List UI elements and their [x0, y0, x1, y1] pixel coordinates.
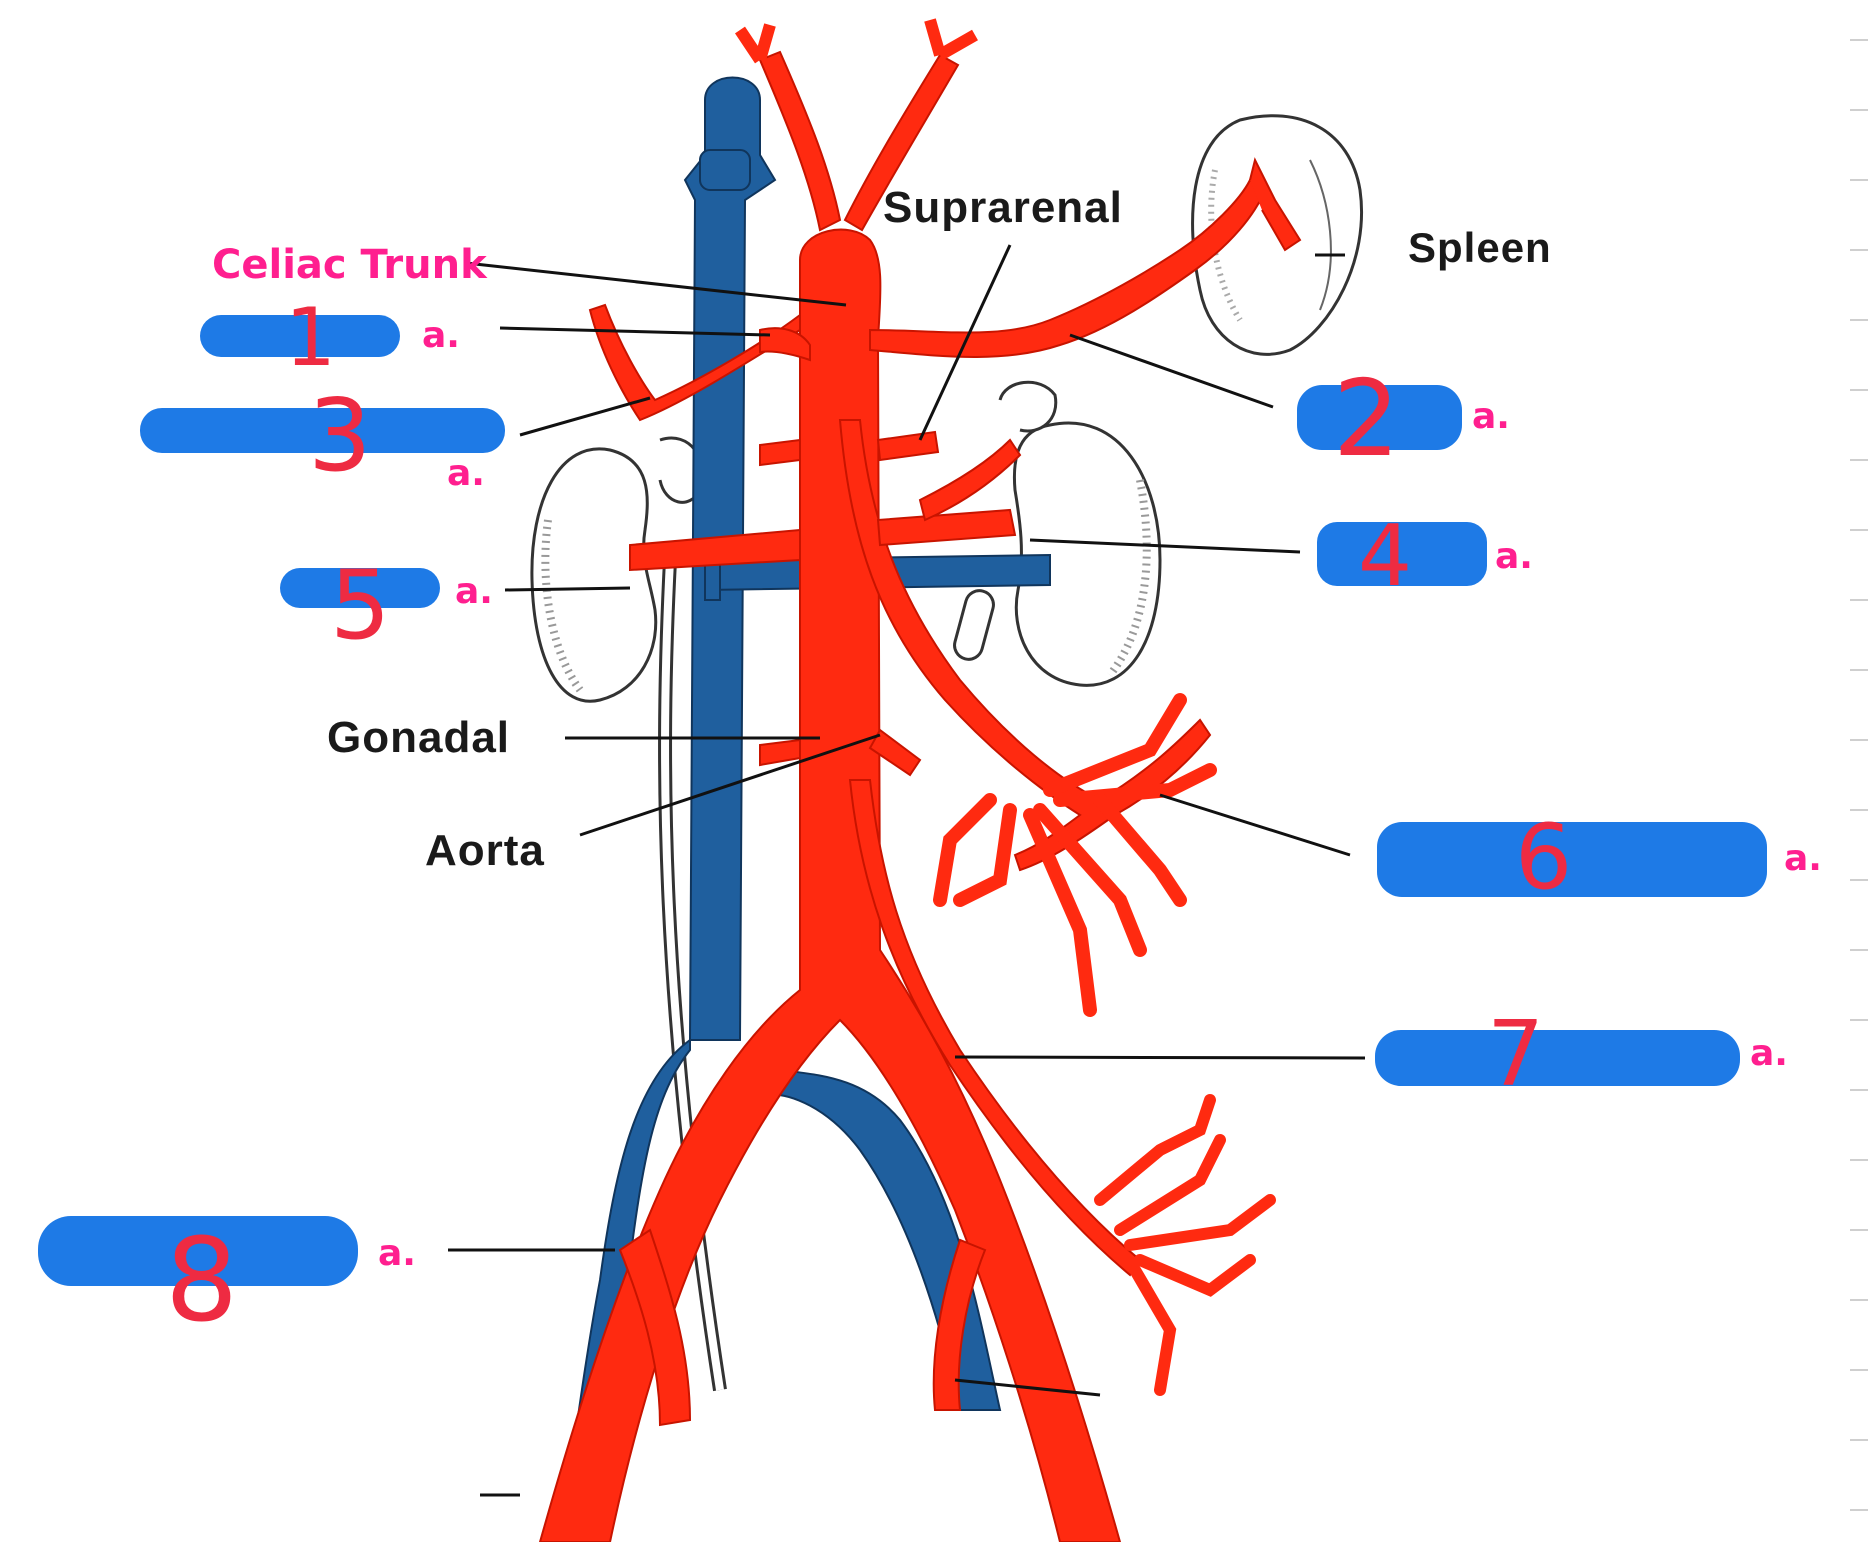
suffix-1: a.	[422, 315, 460, 356]
aorta-tree	[538, 18, 1302, 1542]
number-5: 5	[330, 551, 390, 661]
suffix-5: a.	[455, 571, 493, 612]
suffix-8: a.	[378, 1233, 416, 1274]
suffix-4: a.	[1495, 536, 1533, 577]
label-spleen: Spleen	[1408, 224, 1552, 271]
number-8: 8	[165, 1214, 238, 1348]
blank-5-highlight	[280, 568, 440, 608]
label-suprarenal: Suprarenal	[883, 183, 1123, 232]
kidney-left	[530, 436, 705, 703]
suffix-3: a.	[447, 453, 485, 494]
suffix-6: a.	[1784, 838, 1822, 879]
blank-7-highlight	[1375, 1030, 1740, 1086]
page-ruling	[1850, 39, 1868, 1511]
leader-lines	[448, 244, 1366, 1497]
label-celiac-trunk: Celiac Trunk	[212, 242, 488, 288]
blank-6-highlight	[1377, 822, 1767, 897]
number-4: 4	[1358, 507, 1412, 606]
blank-3-highlight	[140, 408, 505, 453]
suffix-7: a.	[1750, 1033, 1788, 1074]
blank-1-highlight	[200, 315, 400, 357]
number-7: 7	[1487, 1002, 1544, 1107]
suffix-2: a.	[1472, 396, 1510, 437]
kidney-right	[953, 380, 1162, 687]
number-1: 1	[285, 291, 336, 384]
blank-8-highlight	[38, 1216, 358, 1286]
blank-4-highlight	[1317, 522, 1487, 586]
label-aorta: Aorta	[425, 826, 545, 875]
blank-2-highlight	[1297, 385, 1462, 450]
number-6: 6	[1515, 805, 1572, 910]
number-3: 3	[308, 377, 372, 494]
highlight-strokes	[38, 315, 1767, 1286]
number-2: 2	[1333, 358, 1400, 480]
label-gonadal: Gonadal	[327, 713, 510, 762]
